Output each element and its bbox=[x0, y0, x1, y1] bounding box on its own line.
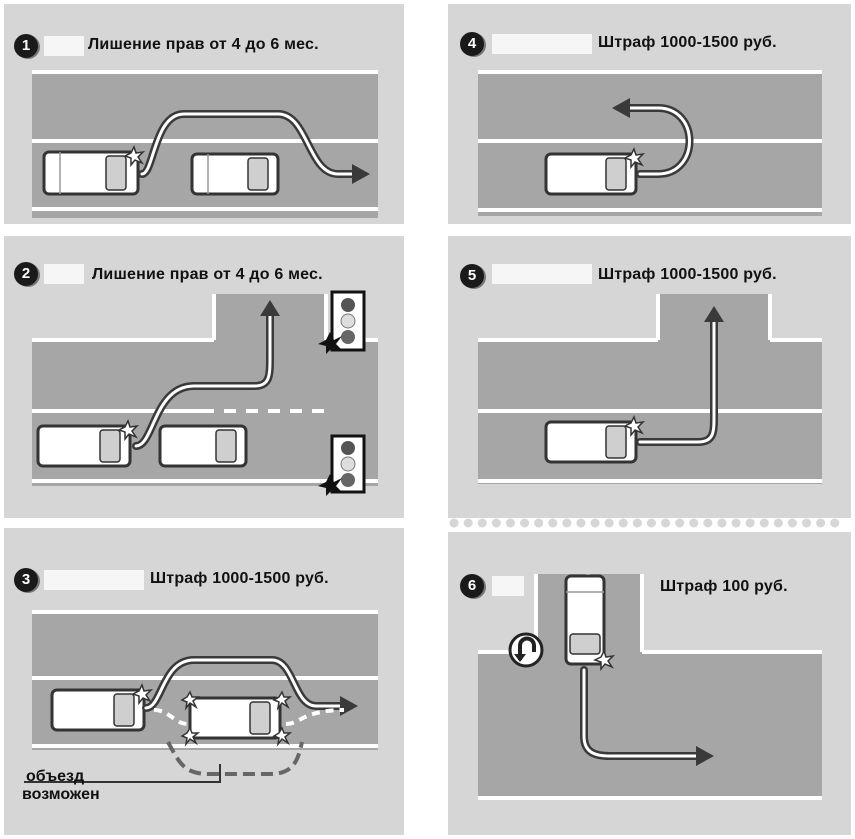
panel-3-scene bbox=[24, 610, 378, 783]
blinker-icon bbox=[131, 683, 154, 706]
blinker-icon bbox=[272, 726, 293, 747]
blinker-icon bbox=[180, 690, 201, 711]
panel-2: 2 Лишение прав от 4 до 6 мес. bbox=[4, 236, 404, 518]
car-icon bbox=[190, 152, 280, 196]
caption-blank bbox=[492, 264, 592, 284]
detour-note-line-1: объезд bbox=[26, 768, 85, 785]
panel-4: 4 Штраф 1000-1500 руб. bbox=[448, 4, 851, 224]
blinker-icon bbox=[123, 145, 146, 168]
car-icon bbox=[50, 688, 146, 732]
panel-3: 3 Штраф 1000-1500 руб. объезд возможен bbox=[4, 528, 404, 835]
panel-5-scene bbox=[478, 294, 822, 484]
car-icon bbox=[544, 152, 638, 196]
road bbox=[32, 70, 378, 218]
separator-dots bbox=[449, 518, 851, 528]
u-turn-sign-icon bbox=[508, 632, 544, 668]
car-icon bbox=[564, 574, 606, 666]
car-icon bbox=[158, 424, 248, 468]
panel-6: 6 Штраф 100 руб. bbox=[448, 532, 851, 835]
blinker-icon bbox=[272, 690, 293, 711]
detour-note: объезд возможен bbox=[22, 768, 100, 804]
panel-caption: Штраф 1000-1500 руб. bbox=[150, 570, 329, 587]
car-icon bbox=[188, 696, 282, 740]
blinker-icon bbox=[117, 419, 140, 442]
traffic-light-icon bbox=[318, 434, 366, 496]
panel-number: 5 bbox=[460, 264, 484, 288]
panel-4-scene bbox=[478, 70, 822, 216]
panel-1-scene bbox=[32, 70, 378, 218]
panel-5: 5 Штраф 1000-1500 руб. bbox=[448, 236, 851, 518]
caption-blank bbox=[44, 36, 84, 56]
car-icon bbox=[36, 424, 132, 468]
panel-number: 2 bbox=[14, 262, 38, 286]
panel-number: 3 bbox=[14, 568, 38, 592]
blinker-icon bbox=[623, 147, 646, 170]
blinker-icon bbox=[623, 415, 646, 438]
caption-blank bbox=[492, 34, 592, 54]
panel-number: 6 bbox=[460, 574, 484, 598]
blinker-icon bbox=[593, 649, 616, 672]
car-icon bbox=[544, 420, 638, 464]
traffic-light-icon bbox=[318, 290, 366, 354]
panel-2-scene bbox=[32, 290, 378, 496]
panel-caption: Штраф 1000-1500 руб. bbox=[598, 266, 777, 283]
detour-note-line-2: возможен bbox=[22, 786, 100, 803]
panel-caption: Лишение прав от 4 до 6 мес. bbox=[92, 266, 323, 283]
car-icon bbox=[42, 150, 140, 196]
panel-caption: Штраф 1000-1500 руб. bbox=[598, 34, 777, 51]
caption-blank bbox=[44, 570, 144, 590]
blinker-icon bbox=[180, 726, 201, 747]
panel-number: 4 bbox=[460, 32, 484, 56]
panel-caption: Штраф 100 руб. bbox=[660, 578, 788, 595]
panel-number: 1 bbox=[14, 34, 38, 58]
caption-blank bbox=[44, 264, 84, 284]
panel-caption: Лишение прав от 4 до 6 мес. bbox=[88, 36, 319, 53]
panel-1: 1 Лишение прав от 4 до 6 мес. bbox=[4, 4, 404, 224]
caption-blank bbox=[492, 576, 524, 596]
panel-6-scene bbox=[478, 574, 822, 800]
